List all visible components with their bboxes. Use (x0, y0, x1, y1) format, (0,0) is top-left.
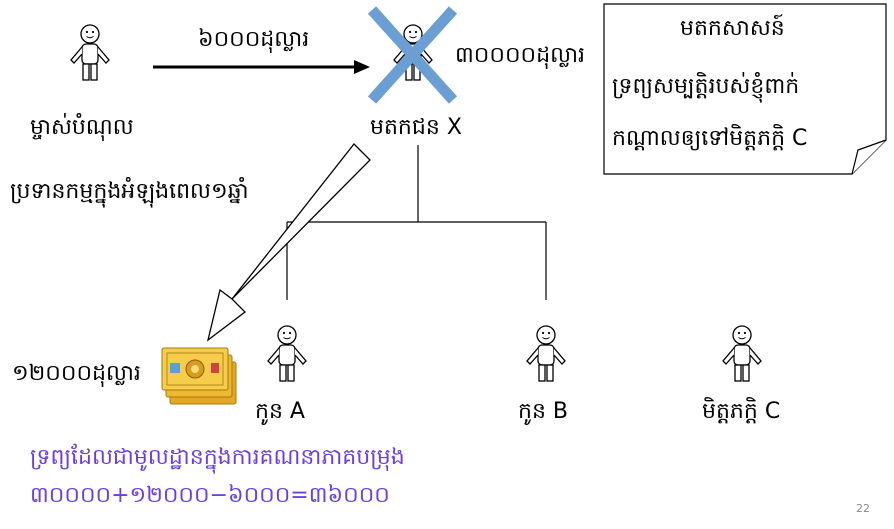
payment-amount-label: ៦០០០ដុល្លារ (198, 27, 310, 52)
friend-c-person-icon (722, 325, 762, 382)
owner-label: ម្ចាស់បំណុល (30, 115, 134, 140)
inheritance-tree (286, 145, 547, 300)
owner-person-icon (70, 24, 110, 81)
slide-number: 22 (856, 502, 870, 515)
cross-mark-icon (367, 6, 458, 104)
will-text-line1: ទ្រព្យសម្បត្តិរបស់ខ្ញុំពាក់ (612, 74, 800, 99)
will-title: មតកសាសន៍ (680, 16, 785, 41)
payment-arrow (153, 60, 370, 74)
profit-label: ប្រទានកម្មក្នុងអំឡុងពេល១ឆ្នាំ (10, 179, 249, 204)
estate-value-label: ៣០០០០ដុល្លារ (455, 43, 585, 68)
money-amount-label: ១២០០០ដុល្លារ (12, 361, 141, 386)
profit-arrow (206, 143, 371, 342)
child-b-label: កូន B (518, 399, 569, 424)
will-text-line2: កណ្តាលឲ្យទៅមិត្តភក្តិ C (612, 126, 808, 151)
friend-c-label: មិត្តភក្តិ C (702, 399, 781, 424)
conclusion-equation: ៣០០០០+១២០០០−៦០០០=៣៦០០០ (30, 483, 390, 508)
money-stack-icon (161, 347, 237, 405)
child-b-person-icon (526, 325, 566, 382)
deceased-label: មតកជន X (370, 115, 462, 140)
will-note-box (603, 3, 887, 175)
child-a-label: កូន A (255, 399, 305, 424)
conclusion-text: ទ្រព្យដែលជាមូលដ្ឋានក្នុងការគណនាភាគបម្រុង (30, 445, 405, 470)
child-a-person-icon (267, 325, 307, 382)
